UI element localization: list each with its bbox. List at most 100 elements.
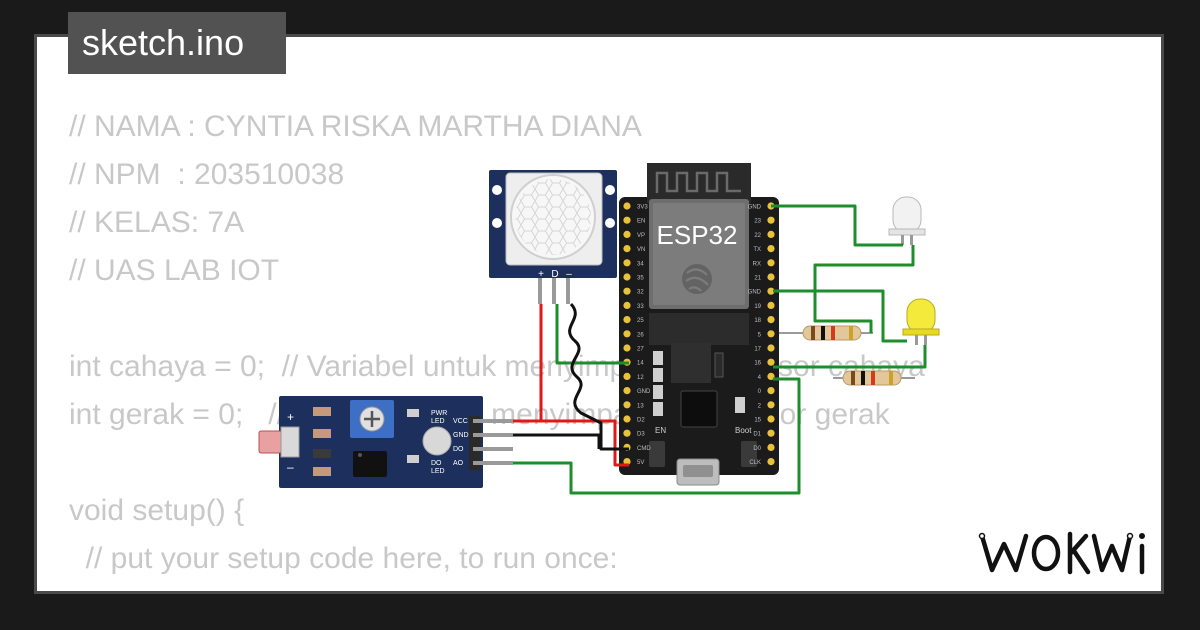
esp32-pin[interactable] bbox=[623, 202, 631, 210]
white-led[interactable] bbox=[888, 196, 926, 245]
esp32-pin-label: 34 bbox=[637, 261, 644, 267]
esp32-pin-label: RX bbox=[753, 261, 761, 267]
esp32-pin-label: EN bbox=[637, 219, 645, 225]
code-line: // UAS LAB IOT bbox=[69, 254, 280, 287]
esp32-pin-label: D1 bbox=[753, 432, 761, 438]
esp32-pin[interactable] bbox=[767, 245, 775, 253]
esp32-pin[interactable] bbox=[767, 344, 775, 352]
esp32-pin-label: GND bbox=[748, 205, 762, 211]
esp32-pin-label: 13 bbox=[637, 403, 644, 409]
esp32-pin[interactable] bbox=[767, 458, 775, 466]
esp32-pin[interactable] bbox=[623, 429, 631, 437]
esp32-pin[interactable] bbox=[767, 216, 775, 224]
esp32-pin[interactable] bbox=[623, 458, 631, 466]
esp32-pin-label: VP bbox=[637, 233, 645, 239]
esp32-pin-label: D3 bbox=[637, 432, 645, 438]
esp32-pin-label: 25 bbox=[637, 318, 644, 324]
esp32-pin[interactable] bbox=[623, 372, 631, 380]
esp32-pin[interactable] bbox=[623, 344, 631, 352]
esp32-pin[interactable] bbox=[767, 316, 775, 324]
esp32-pin[interactable] bbox=[767, 387, 775, 395]
esp32-pin[interactable] bbox=[623, 216, 631, 224]
wokwi-logo bbox=[978, 531, 1145, 575]
esp32-pin[interactable] bbox=[767, 429, 775, 437]
yellow-led[interactable] bbox=[902, 298, 940, 345]
esp32-board[interactable]: ESP32 EN Boot 3V3ENVPVN34353233252627141… bbox=[619, 163, 779, 486]
wire-red bbox=[513, 304, 543, 423]
esp32-pin-label: 16 bbox=[754, 361, 761, 367]
esp32-pin-label: 0 bbox=[758, 389, 762, 395]
esp32-pin[interactable] bbox=[767, 287, 775, 295]
esp32-pin[interactable] bbox=[623, 287, 631, 295]
esp32-pin[interactable] bbox=[623, 401, 631, 409]
esp32-pin-label: 23 bbox=[754, 219, 761, 225]
ldr-pin-label: GND bbox=[453, 432, 469, 439]
code-line: // NAMA : CYNTIA RISKA MARTHA DIANA bbox=[69, 110, 642, 143]
esp32-pin-label: 2 bbox=[758, 403, 762, 409]
esp32-pin-label: 3V3 bbox=[637, 205, 648, 211]
esp32-pin-label: 33 bbox=[637, 304, 644, 310]
esp32-pin[interactable] bbox=[623, 259, 631, 267]
esp32-pin[interactable] bbox=[767, 330, 775, 338]
ldr-pin-label: VCC bbox=[453, 418, 468, 425]
esp32-pin[interactable] bbox=[623, 387, 631, 395]
esp32-pin[interactable] bbox=[767, 358, 775, 366]
esp32-pin[interactable] bbox=[623, 316, 631, 324]
wire-green bbox=[555, 304, 629, 365]
esp32-pin[interactable] bbox=[623, 415, 631, 423]
boot-button-label: Boot bbox=[735, 426, 752, 435]
esp32-pin-label: 22 bbox=[754, 233, 761, 239]
esp32-pin[interactable] bbox=[767, 301, 775, 309]
pir-sensor[interactable]: + D – bbox=[489, 170, 617, 304]
pwr-led-label-line1: PWR bbox=[431, 410, 447, 417]
esp32-pin[interactable] bbox=[767, 401, 775, 409]
esp32-pin-label: 15 bbox=[754, 418, 761, 424]
resistor-2[interactable] bbox=[833, 370, 915, 386]
esp32-pin-label: 32 bbox=[637, 290, 644, 296]
wire-green bbox=[771, 204, 903, 247]
esp32-pin-label: D2 bbox=[637, 418, 645, 424]
ldr-plus-label: + bbox=[287, 410, 294, 424]
esp32-left-pins: 3V3ENVPVN343532332526271412GND13D2D3CMD5… bbox=[623, 202, 651, 466]
esp32-pin-label: 4 bbox=[758, 375, 762, 381]
esp32-pin[interactable] bbox=[623, 301, 631, 309]
esp32-pin-label: 26 bbox=[637, 332, 644, 338]
resistor-1[interactable] bbox=[779, 325, 873, 341]
esp32-pin[interactable] bbox=[623, 245, 631, 253]
esp32-pin-label: TX bbox=[753, 247, 761, 253]
esp32-pin[interactable] bbox=[623, 330, 631, 338]
esp32-pin[interactable] bbox=[767, 259, 775, 267]
esp32-pin-label: GND bbox=[748, 290, 762, 296]
esp32-pin-label: D0 bbox=[753, 446, 761, 452]
esp32-pin[interactable] bbox=[767, 230, 775, 238]
file-name-tab[interactable]: sketch.ino bbox=[68, 12, 286, 74]
code-line: pinMode(0, INPUT); // Menggunakan pin 0 … bbox=[69, 583, 1073, 591]
esp32-pin-label: 14 bbox=[637, 361, 644, 367]
code-line: void setup() { bbox=[69, 494, 245, 527]
esp32-pin-label: 27 bbox=[637, 347, 644, 353]
esp32-pin[interactable] bbox=[623, 273, 631, 281]
ldr-pin-label: AO bbox=[453, 460, 464, 467]
pir-pin-label: + bbox=[538, 269, 544, 280]
esp32-pin-label: CMD bbox=[637, 446, 651, 452]
wire-green bbox=[513, 377, 801, 495]
esp32-pin-label: GND bbox=[637, 389, 651, 395]
code-line: // NPM : 203510038 bbox=[69, 158, 345, 191]
esp32-pin-label: 19 bbox=[754, 304, 761, 310]
esp32-pin[interactable] bbox=[767, 273, 775, 281]
wire-green bbox=[773, 345, 927, 369]
esp32-pin[interactable] bbox=[767, 372, 775, 380]
circuit-diagram: + D – ESP32 E bbox=[258, 163, 940, 495]
esp32-pin[interactable] bbox=[767, 443, 775, 451]
esp32-pin-label: 5V bbox=[637, 460, 644, 466]
code-line: // KELAS: 7A bbox=[69, 206, 245, 239]
en-button-label: EN bbox=[655, 426, 666, 435]
esp32-pin[interactable] bbox=[623, 230, 631, 238]
esp32-pin-label: 12 bbox=[637, 375, 644, 381]
wires bbox=[513, 204, 927, 495]
esp32-pin[interactable] bbox=[767, 415, 775, 423]
wire-black bbox=[568, 302, 629, 451]
